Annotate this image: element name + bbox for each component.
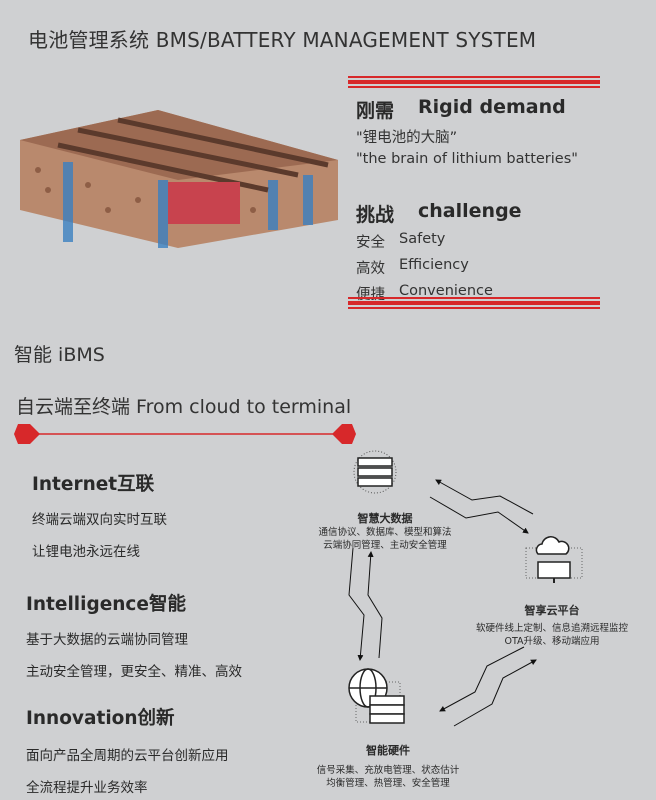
server-database-icon <box>353 450 397 494</box>
node-line: 云端协同管理、主动安全管理 <box>323 540 447 551</box>
node-line: 信号采集、充放电管理、状态估计 <box>316 765 460 776</box>
arrow-bigdata-to-cloud <box>429 496 529 534</box>
challenge-item-cn: 安全 <box>356 235 385 251</box>
challenge-heading-cn: 挑战 <box>356 204 395 226</box>
node-title: 智能硬件 <box>366 744 410 757</box>
node-line: 均衡管理、热管理、安全管理 <box>326 778 450 789</box>
rigid-heading-en: Rigid demand <box>418 96 566 118</box>
feature-innovation: Innovation创新 面向产品全周期的云平台创新应用 全流程提升业务效率 <box>26 704 229 796</box>
divider-top <box>348 76 600 88</box>
rigid-line-cn: "锂电池的大脑” <box>356 130 458 146</box>
section-title-ibms: 智能 iBMS <box>14 344 105 366</box>
challenge-item-en: Safety <box>399 231 446 247</box>
arrow-hardware-to-bigdata <box>367 551 383 659</box>
feature-line: 主动安全管理，更安全、精准、高效 <box>26 664 242 680</box>
rigid-line-en: "the brain of lithium batteries" <box>356 151 578 167</box>
feature-line: 全流程提升业务效率 <box>26 780 148 796</box>
rigid-heading-cn: 刚需 <box>356 100 395 122</box>
node-title: 智慧大数据 <box>357 512 413 525</box>
feature-line: 面向产品全周期的云平台创新应用 <box>26 748 229 764</box>
node-hardware: 智能硬件 信号采集、充放电管理、状态估计 均衡管理、热管理、安全管理 <box>298 742 478 790</box>
arrow-hardware-to-cloud <box>453 659 537 727</box>
node-cloud-platform: 智享云平台 软硬件线上定制、信息追溯远程监控 OTA升级、移动端应用 <box>452 602 652 648</box>
node-line: OTA升级、移动端应用 <box>504 636 600 647</box>
arrow-bigdata-to-hardware <box>348 547 365 661</box>
challenge-item-en: Efficiency <box>399 257 469 273</box>
challenge-heading-en: challenge <box>418 200 522 222</box>
arrow-cloud-to-hardware <box>439 646 525 712</box>
red-connector-line <box>14 424 356 444</box>
battery-pack-image <box>18 100 338 250</box>
section-subtitle-cloud: 自云端至终端 From cloud to terminal <box>16 396 352 418</box>
rigid-demand-section: 刚需 Rigid demand "锂电池的大脑” "the brain of li… <box>356 96 578 167</box>
globe-hardware-icon <box>348 668 405 724</box>
node-line: 软硬件线上定制、信息追溯远程监控 <box>475 623 628 634</box>
feature-line: 基于大数据的云端协同管理 <box>26 632 188 648</box>
feature-title: Internet互联 <box>32 474 155 495</box>
feature-title: Intelligence智能 <box>26 594 186 615</box>
challenge-item-cn: 便捷 <box>356 287 385 303</box>
challenge-item-en: Convenience <box>399 283 493 299</box>
feature-intelligence: Intelligence智能 基于大数据的云端协同管理 主动安全管理，更安全、精… <box>26 590 242 680</box>
feature-line: 让锂电池永远在线 <box>32 544 140 560</box>
feature-line: 终端云端双向实时互联 <box>32 512 167 528</box>
challenge-section: 挑战 challenge 安全 Safety 高效 Efficiency 便捷 Conv… <box>356 200 522 304</box>
node-bigdata: 智慧大数据 通信协议、数据库、模型和算法 云端协同管理、主动安全管理 <box>300 510 470 552</box>
feature-internet: Internet互联 终端云端双向实时互联 让锂电池永远在线 <box>32 470 167 560</box>
flow-arrows <box>348 479 537 727</box>
node-title: 智享云平台 <box>524 604 580 617</box>
node-line: 通信协议、数据库、模型和算法 <box>318 527 452 538</box>
divider-bottom <box>348 297 600 309</box>
challenge-item-cn: 高效 <box>356 261 385 277</box>
cloud-computer-icon <box>525 536 583 583</box>
page-title: 电池管理系统 BMS/BATTERY MANAGEMENT SYSTEM <box>28 28 537 52</box>
feature-title: Innovation创新 <box>26 708 175 729</box>
arrow-cloud-to-bigdata <box>435 479 534 515</box>
